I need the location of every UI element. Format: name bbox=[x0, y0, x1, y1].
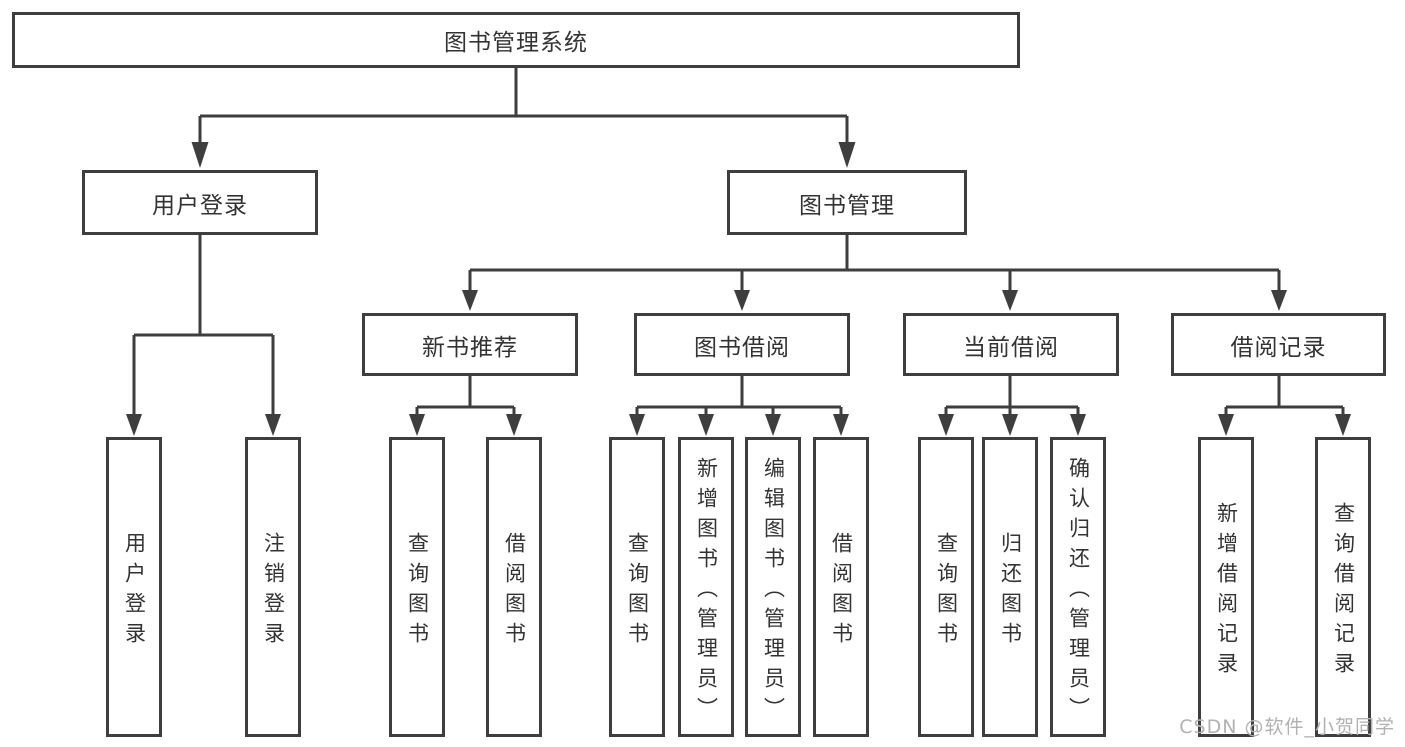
node-borrow-records-label: 借阅记录 bbox=[1230, 334, 1327, 361]
leaf-recommend-query-book: 查询图书 bbox=[389, 437, 445, 737]
leaf-logout-login-label: 注销登录 bbox=[261, 531, 286, 652]
connector-root-to-level2 bbox=[191, 68, 856, 168]
leaf-recommend-query-book-label: 查询图书 bbox=[405, 531, 430, 652]
arrow-down-icon bbox=[1070, 414, 1086, 436]
arrow-down-icon bbox=[1218, 414, 1234, 436]
leaf-borrow-add-book-admin-label: 新增图书（管理员） bbox=[694, 456, 719, 727]
node-user-login: 用户登录 bbox=[82, 170, 318, 235]
arrow-down-icon bbox=[191, 142, 209, 168]
leaf-records-query-record-label: 查询借阅记录 bbox=[1331, 501, 1356, 682]
leaf-current-query-book: 查询图书 bbox=[918, 437, 974, 737]
arrow-down-icon bbox=[126, 414, 142, 436]
arrow-down-icon bbox=[462, 290, 478, 311]
leaf-borrow-borrow-book-label: 借阅图书 bbox=[829, 531, 854, 652]
arrow-down-icon bbox=[938, 414, 954, 436]
connector-current-borrow-to-leaves bbox=[938, 376, 1086, 436]
leaf-user-login-label: 用户登录 bbox=[122, 531, 147, 652]
node-new-book-recommend: 新书推荐 bbox=[362, 313, 578, 376]
leaf-current-confirm-return-admin: 确认归还（管理员） bbox=[1050, 437, 1106, 737]
arrow-down-icon bbox=[833, 414, 849, 436]
connector-user-login-to-leaves bbox=[126, 235, 281, 436]
leaf-recommend-borrow-book-label: 借阅图书 bbox=[502, 531, 527, 652]
node-current-borrow-label: 当前借阅 bbox=[963, 334, 1059, 361]
leaf-current-query-book-label: 查询图书 bbox=[934, 531, 959, 652]
leaf-borrow-edit-book-admin-label: 编辑图书（管理员） bbox=[761, 456, 786, 727]
leaf-records-add-record-label: 新增借阅记录 bbox=[1214, 501, 1239, 682]
node-new-book-recommend-label: 新书推荐 bbox=[422, 334, 518, 361]
node-book-borrow-label: 图书借阅 bbox=[694, 334, 790, 361]
node-book-management-label: 图书管理 bbox=[799, 192, 895, 219]
node-book-management: 图书管理 bbox=[727, 170, 967, 235]
leaf-records-query-record: 查询借阅记录 bbox=[1315, 437, 1371, 737]
leaf-borrow-query-book: 查询图书 bbox=[609, 437, 665, 737]
connector-book-management-to-level3 bbox=[462, 235, 1287, 311]
leaf-current-confirm-return-admin-label: 确认归还（管理员） bbox=[1066, 456, 1091, 727]
node-user-login-label: 用户登录 bbox=[152, 192, 248, 219]
arrow-down-icon bbox=[1002, 414, 1018, 436]
node-root-label: 图书管理系统 bbox=[444, 30, 588, 56]
leaf-current-return-book: 归还图书 bbox=[982, 437, 1038, 737]
leaf-user-login: 用户登录 bbox=[106, 437, 162, 737]
node-current-borrow: 当前借阅 bbox=[903, 313, 1119, 376]
arrow-down-icon bbox=[765, 414, 781, 436]
arrow-down-icon bbox=[734, 290, 750, 311]
leaf-records-add-record: 新增借阅记录 bbox=[1198, 437, 1254, 737]
leaf-borrow-edit-book-admin: 编辑图书（管理员） bbox=[745, 437, 801, 737]
arrow-down-icon bbox=[698, 414, 714, 436]
leaf-borrow-query-book-label: 查询图书 bbox=[625, 531, 650, 652]
connector-new-book-recommend-to-leaves bbox=[409, 376, 522, 436]
node-root: 图书管理系统 bbox=[12, 12, 1020, 68]
arrow-down-icon bbox=[506, 414, 522, 436]
leaf-logout-login: 注销登录 bbox=[245, 437, 301, 737]
leaf-current-return-book-label: 归还图书 bbox=[998, 531, 1023, 652]
arrow-down-icon bbox=[1335, 414, 1351, 436]
arrow-down-icon bbox=[265, 414, 281, 436]
arrow-down-icon bbox=[1002, 290, 1018, 311]
connector-book-borrow-to-leaves bbox=[629, 376, 849, 436]
leaf-recommend-borrow-book: 借阅图书 bbox=[486, 437, 542, 737]
leaf-borrow-add-book-admin: 新增图书（管理员） bbox=[678, 437, 734, 737]
leaf-borrow-borrow-book: 借阅图书 bbox=[813, 437, 869, 737]
arrow-down-icon bbox=[1271, 290, 1287, 311]
node-borrow-records: 借阅记录 bbox=[1171, 313, 1386, 376]
node-book-borrow: 图书借阅 bbox=[634, 313, 850, 376]
watermark: CSDN @软件_小贺同学 bbox=[1179, 716, 1395, 738]
arrow-down-icon bbox=[838, 142, 856, 168]
arrow-down-icon bbox=[629, 414, 645, 436]
connector-borrow-records-to-leaves bbox=[1218, 376, 1351, 436]
arrow-down-icon bbox=[409, 414, 425, 436]
